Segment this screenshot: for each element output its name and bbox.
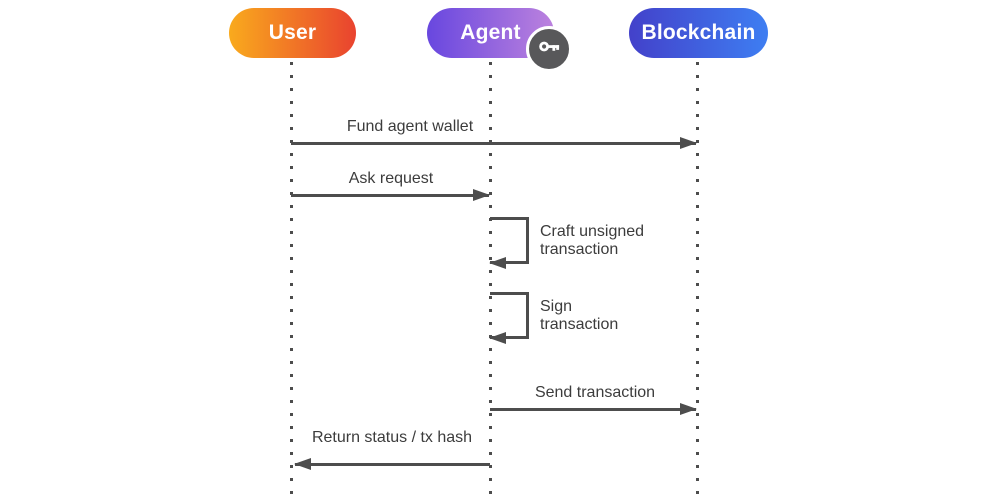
message-label-ask-request: Ask request xyxy=(348,170,434,187)
actor-label-agent: Agent xyxy=(460,21,521,44)
message-label-craft-unsigned-transaction: Craft unsigned transaction xyxy=(540,223,644,259)
self-loop-sign-transaction xyxy=(489,292,529,344)
arrow-user-to-agent xyxy=(291,189,490,201)
actor-pill-user: User xyxy=(229,8,356,58)
label-line: Sign xyxy=(540,298,573,315)
message-label-fund-agent-wallet: Fund agent wallet xyxy=(346,118,474,135)
arrow-agent-to-blockchain xyxy=(490,403,697,415)
agent-key-badge xyxy=(526,26,572,72)
lifeline-blockchain xyxy=(696,62,699,497)
self-loop-craft-unsigned-transaction xyxy=(489,217,529,269)
lifeline-user xyxy=(290,62,293,497)
arrow-user-to-blockchain xyxy=(291,137,697,149)
actor-pill-blockchain: Blockchain xyxy=(629,8,768,58)
actor-label-blockchain: Blockchain xyxy=(641,21,756,44)
label-line: transaction xyxy=(540,316,619,333)
message-label-send-transaction: Send transaction xyxy=(534,384,656,401)
label-line: transaction xyxy=(540,241,619,258)
message-label-sign-transaction: Sign transaction xyxy=(540,298,618,334)
actor-label-user: User xyxy=(268,21,317,44)
lifeline-agent xyxy=(489,62,492,497)
key-icon xyxy=(536,33,563,65)
label-line: Craft unsigned xyxy=(540,223,645,240)
message-label-return-status-tx-hash: Return status / tx hash xyxy=(311,429,473,446)
arrow-agent-to-user xyxy=(294,458,490,470)
